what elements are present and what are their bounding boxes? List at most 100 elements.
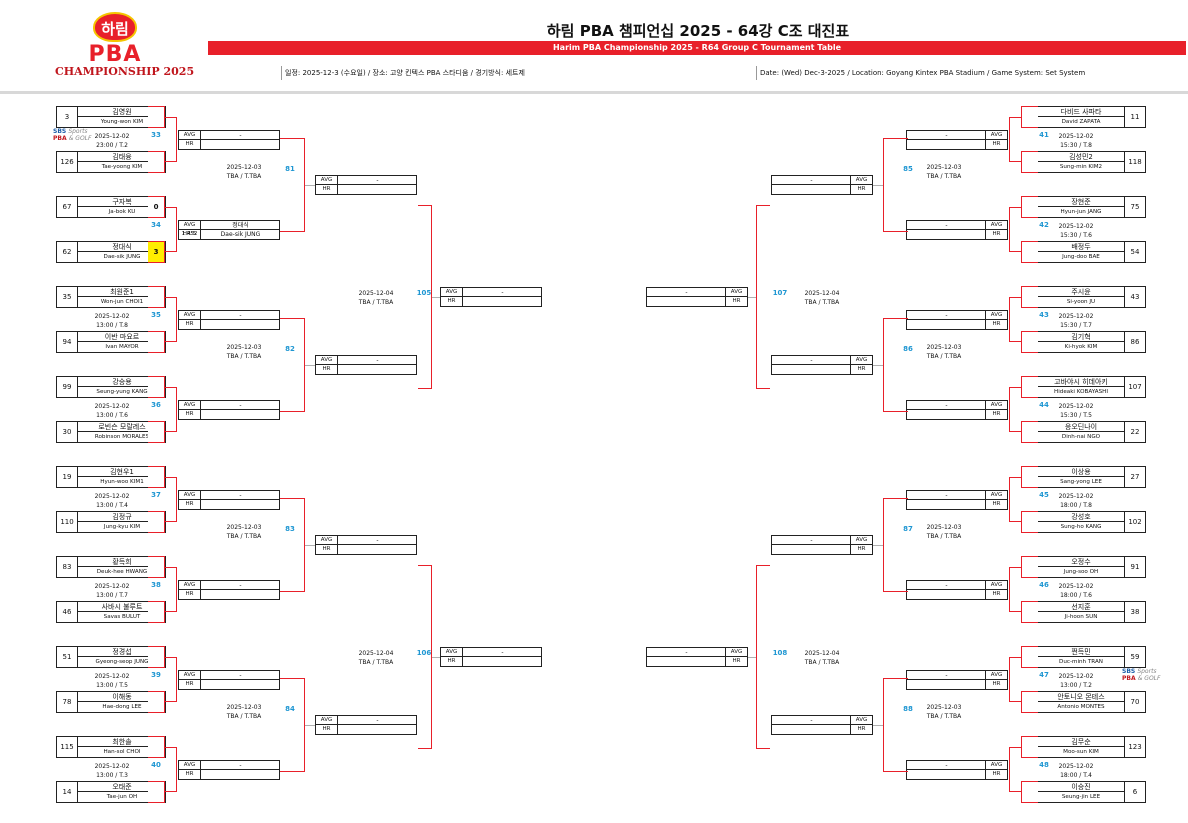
avg-value: - — [945, 761, 948, 769]
match-date: 2025-12-02 — [1058, 672, 1094, 680]
avg-label: AVG — [179, 400, 201, 410]
match-time: 18:00 / T.4 — [1060, 771, 1092, 779]
match-date: 2025-12-02 — [1058, 492, 1094, 500]
match-time: TBA / T.TBA — [926, 712, 962, 720]
stat-avg-row: AVG- — [316, 535, 416, 545]
match-number: 105 — [416, 289, 432, 297]
player-name-en: Ji-hoon SUN — [1064, 614, 1098, 620]
player-name-ko: 김기혁 — [1037, 332, 1125, 342]
player-seed: 38 — [1124, 602, 1145, 622]
player-name-ko: 오태준 — [78, 782, 166, 792]
hr-label: HR — [316, 364, 338, 374]
player-score — [1021, 331, 1038, 353]
match-number: 85 — [903, 164, 913, 173]
connector-line — [305, 184, 315, 186]
stat-box: AVG-HR — [440, 287, 542, 307]
stat-box: AVG-HR — [646, 647, 748, 667]
player-name-ko: 김현우1 — [78, 467, 166, 477]
avg-value: - — [376, 356, 379, 364]
player-score — [148, 421, 165, 443]
stat-hr-row: HR — [179, 139, 279, 149]
stat-box: AVG-HR — [771, 174, 873, 195]
player-name-ko: 배정두 — [1037, 242, 1125, 252]
avg-label: AVG — [850, 535, 872, 545]
hr-label: HR — [316, 724, 338, 734]
stat-box: AVG-HR — [906, 309, 1008, 330]
match-date: 2025-12-02 — [94, 672, 130, 680]
match-number: 86 — [903, 344, 913, 353]
player-score — [1021, 241, 1038, 263]
avg-value: - — [239, 491, 242, 499]
player-seed: 14 — [57, 782, 78, 802]
bracket-connector — [883, 317, 908, 412]
stat-avg-row: AVG- — [316, 715, 416, 725]
bracket-connector — [165, 657, 177, 702]
hr-label: HR 5 — [179, 229, 201, 239]
player-name-en: Savas BULUT — [103, 614, 141, 620]
player-score — [1021, 736, 1038, 758]
avg-value: - — [685, 289, 688, 296]
connector-line — [873, 364, 883, 366]
hr-label: HR — [850, 724, 872, 734]
avg-label: AVG — [725, 648, 747, 657]
stat-hr-row: HR — [179, 409, 279, 419]
stat-box: AVG-HR — [315, 534, 417, 555]
match-date: 2025-12-02 — [94, 762, 130, 770]
stat-box: AVG-HR — [906, 129, 1008, 150]
stat-hr-row: HR — [316, 724, 416, 734]
player-score — [1021, 601, 1038, 623]
player-name-ko: 이승진 — [1037, 782, 1125, 792]
bracket-connector — [165, 387, 177, 432]
player-score — [148, 151, 165, 173]
player-score — [1021, 421, 1038, 443]
player-name-ko: 사바시 불루트 — [78, 602, 166, 612]
bracket-connector — [1009, 567, 1021, 612]
player-seed: 75 — [1124, 197, 1145, 217]
stat-hr-row: HR — [907, 229, 1007, 239]
match-number: 82 — [285, 344, 295, 353]
